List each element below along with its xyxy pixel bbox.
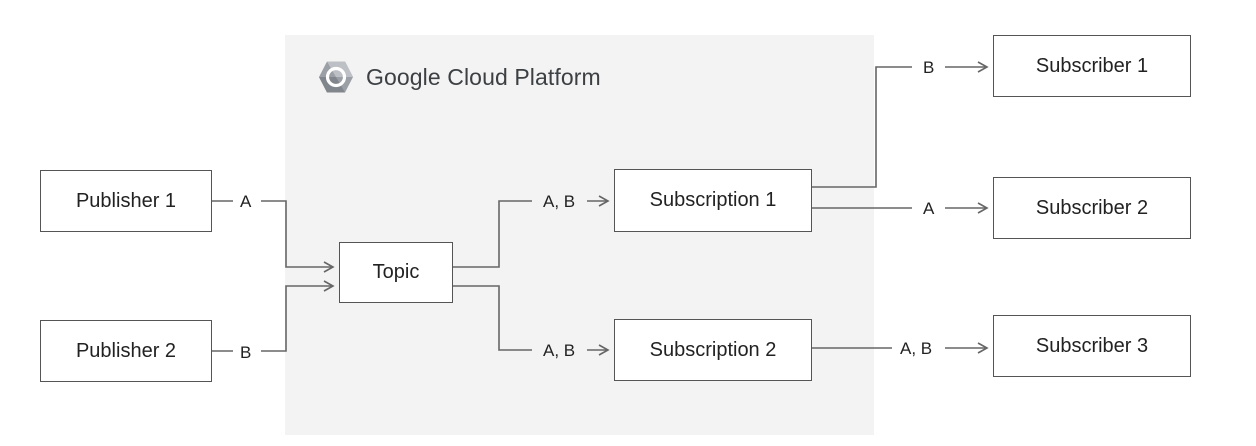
publisher-1-node: Publisher 1 [40,170,212,232]
topic-label: Topic [372,261,420,283]
edge-topic-subscription-1 [453,200,532,268]
edge-publisher-1-topic [261,200,335,273]
edge-topic-subscription-2 [453,285,532,351]
subscriber-2-node: Subscriber 2 [993,177,1191,239]
edge-label-subscriber-1: B [923,58,934,77]
google-cloud-hexagon-icon [319,61,353,93]
edge-label-publisher-2: B [240,343,251,362]
edge-label-subscription-1: A, B [543,192,575,211]
publisher-2-label: Publisher 2 [75,339,177,362]
subscription-2-node: Subscription 2 [614,319,812,381]
subscription-1-node: Subscription 1 [614,169,812,232]
subscription-1-label: Subscription 1 [649,189,777,211]
edge-label-subscriber-2: A [923,199,935,218]
topic-node: Topic [339,242,453,303]
edge-label-publisher-1: A [240,192,252,211]
edge-publisher-2-topic [261,280,335,352]
subscriber-1-node: Subscriber 1 [993,35,1191,97]
subscription-2-label: Subscription 2 [649,338,777,361]
publisher-2-node: Publisher 2 [40,320,212,382]
gcp-header: Google Cloud Platform [318,57,601,97]
edge-label-subscription-2: A, B [543,341,575,360]
publisher-1-label: Publisher 1 [75,189,177,212]
subscriber-1-label: Subscriber 1 [1035,54,1149,77]
subscriber-3-node: Subscriber 3 [993,315,1191,377]
edge-subscription-1-subscriber-1 [812,66,912,188]
edge-label-subscriber-3: A, B [900,339,932,358]
subscriber-2-label: Subscriber 2 [1035,196,1149,219]
gcp-title: Google Cloud Platform [366,63,601,90]
subscriber-3-label: Subscriber 3 [1035,334,1149,357]
